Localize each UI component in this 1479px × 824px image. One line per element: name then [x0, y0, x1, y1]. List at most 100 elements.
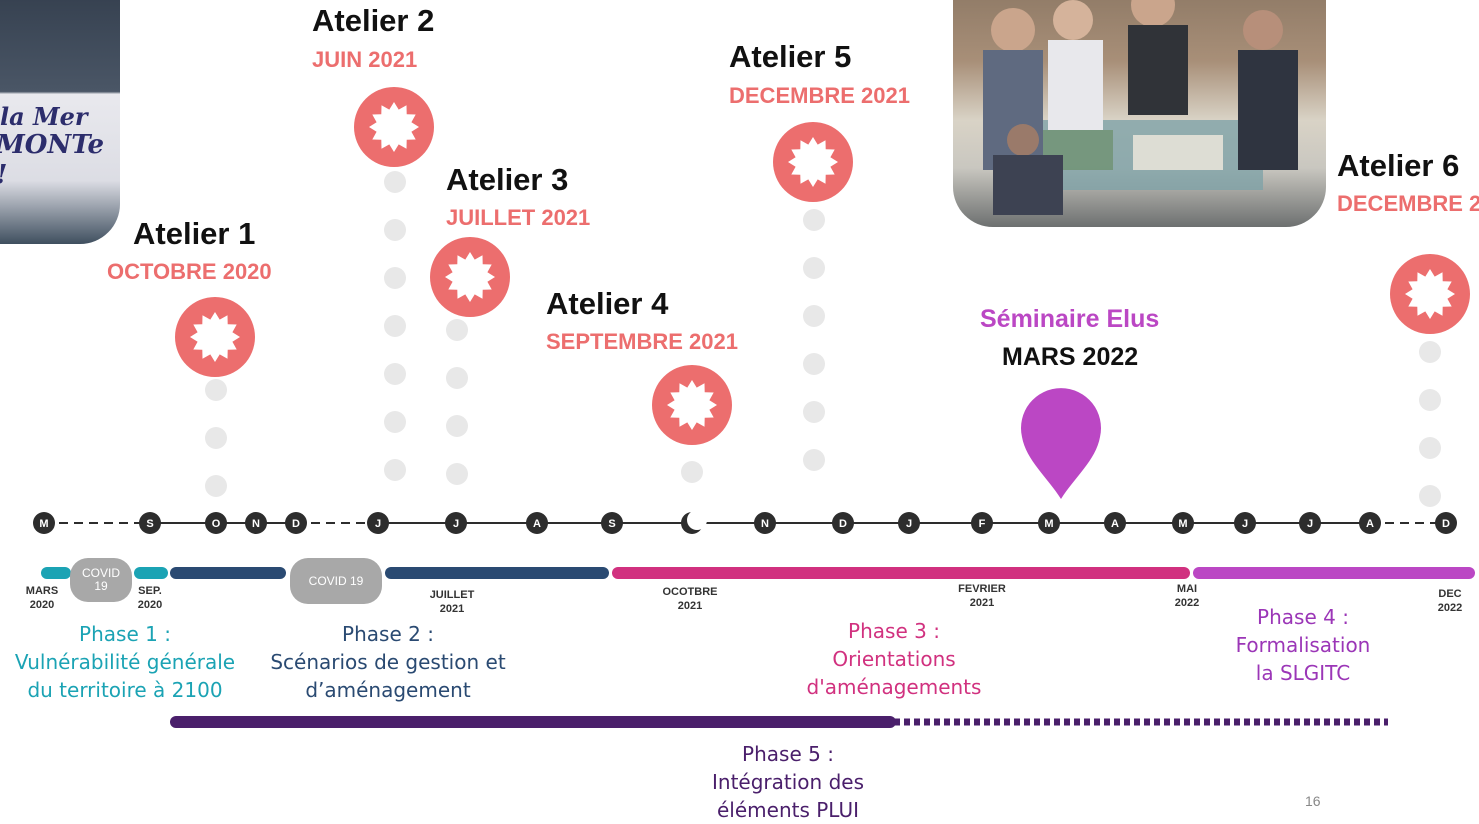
atelier-4-badge-icon	[652, 365, 732, 445]
phase-1-line1: Phase 1 :	[79, 622, 171, 646]
date-label-line1: MARS	[25, 585, 59, 597]
photo-scene	[983, 0, 1298, 215]
month-marker: M	[1038, 512, 1060, 534]
atelier-4-title: Atelier 4	[546, 286, 669, 321]
covid-1-line1: COVID	[81, 566, 120, 580]
month-label: J	[375, 518, 381, 530]
date-label-line2: 2021	[439, 603, 465, 615]
seminaire-title: Séminaire Elus	[980, 305, 1160, 333]
covid-pill-2: COVID 19	[290, 558, 382, 604]
phase-1-line3: du territoire à 2100	[27, 678, 223, 702]
month-marker: A	[526, 512, 548, 534]
date-label-line1: OCOTBRE	[662, 586, 718, 598]
phase-4-line2: Formalisation	[1235, 633, 1371, 657]
date-label-line1: SEP.	[138, 585, 162, 597]
month-marker: J	[1234, 512, 1256, 534]
phase-4-line3: la SLGITC	[1255, 661, 1351, 685]
seminaire-date: MARS 2022	[1002, 343, 1139, 371]
phase3-bar	[612, 567, 1190, 579]
month-label: M	[1178, 518, 1187, 530]
atelier-1-date: OCTOBRE 2020	[107, 259, 272, 284]
date-label-juillet-2021: JUILLET 2021	[422, 588, 482, 616]
date-label-mars-2020: MARS 2020	[22, 584, 62, 612]
atelier-2-badge-icon	[354, 87, 434, 167]
date-label-line2: 2020	[137, 599, 163, 611]
month-label: J	[453, 518, 459, 530]
atelier-6-title: Atelier 6	[1337, 148, 1460, 183]
covid-2-line1: COVID 19	[308, 573, 364, 588]
phase-4-line1: Phase 4 :	[1257, 605, 1349, 629]
atelier-1-badge-icon	[175, 297, 255, 377]
phase-3-label: Phase 3 : Orientations d'aménagements	[784, 617, 1004, 701]
phase1-bar-a	[41, 567, 71, 579]
month-label: M	[1044, 518, 1053, 530]
month-marker: O	[205, 512, 227, 534]
month-marker: D	[1435, 512, 1457, 534]
month-marker: N	[245, 512, 267, 534]
month-marker: F	[971, 512, 993, 534]
date-label-dec-2022: DEC 2022	[1430, 587, 1470, 615]
month-label: D	[292, 518, 300, 530]
month-label: O	[212, 518, 221, 530]
month-marker: D	[285, 512, 307, 534]
atelier-3-title: Atelier 3	[446, 162, 569, 197]
month-label: F	[979, 518, 986, 530]
phase-4-label: Phase 4 : Formalisation la SLGITC	[1213, 603, 1393, 687]
month-label: S	[146, 518, 153, 530]
atelier-3-date: JUILLET 2021	[446, 205, 591, 230]
month-label: J	[1242, 518, 1248, 530]
page-number: 16	[1305, 793, 1321, 809]
phase1-bar-b	[134, 567, 168, 579]
date-label-line1: DEC	[1438, 588, 1462, 600]
phase-3-line1: Phase 3 :	[848, 619, 940, 643]
month-label: N	[761, 518, 769, 530]
month-label: A	[533, 518, 541, 530]
date-label-line2: 2022	[1437, 602, 1463, 614]
date-label-line2: 2020	[29, 599, 55, 611]
phase-1-line2: Vulnérabilité générale	[14, 650, 236, 674]
month-label: D	[1442, 518, 1450, 530]
month-label: J	[906, 518, 912, 530]
date-label-sep-2020: SEP. 2020	[130, 584, 170, 612]
date-label-line2: 2022	[1174, 597, 1200, 609]
date-label-line2: 2021	[677, 600, 703, 612]
month-marker: J	[898, 512, 920, 534]
date-label-octobre-2021: OCOTBRE 2021	[655, 585, 725, 613]
atelier-badges	[175, 87, 1470, 445]
month-marker	[681, 510, 707, 534]
photo-caption-line2: MONTe !	[0, 130, 105, 190]
month-marker: J	[1299, 512, 1321, 534]
date-label-fevrier-2021: FEVRIER 2021	[947, 582, 1017, 610]
atelier-3-badge-icon	[430, 237, 510, 317]
phase2-bar-a	[170, 567, 286, 579]
month-marker: M	[1172, 512, 1194, 534]
month-label: S	[608, 518, 615, 530]
phase-5-label: Phase 5 : Intégration des éléments PLUI	[688, 740, 888, 824]
month-marker: A	[1359, 512, 1381, 534]
atelier-6-date: DECEMBRE 2	[1337, 191, 1479, 216]
workshop-photo-2	[953, 0, 1326, 227]
month-marker: A	[1104, 512, 1126, 534]
month-label: D	[839, 518, 847, 530]
phase2-bar-b	[385, 567, 609, 579]
month-label: A	[1366, 518, 1374, 530]
phase-5-line2: Intégration des	[712, 770, 864, 794]
atelier-2-title: Atelier 2	[312, 3, 435, 38]
covid-1-line2: 19	[94, 579, 108, 593]
month-marker: S	[601, 512, 623, 534]
date-label-line1: MAI	[1176, 583, 1198, 595]
atelier-5-date: DECEMBRE 2021	[729, 83, 910, 108]
atelier-1-title: Atelier 1	[133, 216, 256, 251]
month-marker: D	[832, 512, 854, 534]
month-label: A	[1111, 518, 1119, 530]
phase-2-line2: Scénarios de gestion et	[270, 650, 506, 674]
month-label: N	[252, 518, 260, 530]
guide-dots	[205, 171, 1441, 507]
phase-2-line1: Phase 2 :	[342, 622, 434, 646]
date-label-line1: JUILLET	[429, 589, 475, 601]
phase4-bar	[1193, 567, 1475, 579]
workshop-photo-1: la Mer MONTe !	[0, 0, 120, 244]
